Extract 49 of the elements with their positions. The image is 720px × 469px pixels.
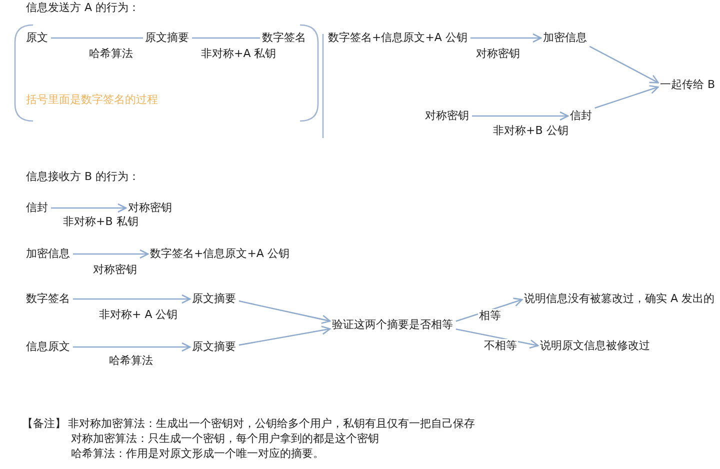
arrow: [73, 249, 149, 259]
step-text: 原文摘要: [192, 340, 236, 354]
step-text: 信息原文: [26, 340, 70, 354]
step-text: 加密信息: [543, 31, 587, 45]
edge-label: 哈希算法: [108, 354, 154, 368]
arrow: [594, 85, 659, 109]
section-heading: 信息接收方 B 的行为：: [26, 170, 140, 184]
arrow: [589, 46, 659, 84]
arrow: [51, 203, 127, 213]
edge-label: 对称密钥: [475, 47, 521, 61]
step-text: 加密信息: [26, 247, 70, 261]
edge-label: 哈希算法: [88, 47, 134, 61]
step-text: 数字签名+信息原文+A 公钥: [328, 31, 468, 45]
connector-line: [192, 37, 260, 39]
arrow: [73, 294, 191, 304]
edge-label: 非对称+ A 公钥: [98, 308, 179, 322]
edge-label: 非对称+B 公钥: [492, 124, 570, 138]
note-text: 对称加密算法：只生成一个密钥，每个用户拿到的都是这个密钥: [71, 432, 379, 446]
section-heading: 信息发送方 A 的行为：: [26, 1, 140, 15]
step-text: 原文摘要: [145, 31, 189, 45]
connector-line: [51, 37, 143, 39]
note-text: 哈希算法：作用是对原文形成一个唯一对应的摘要。: [71, 447, 324, 461]
edge-label: 相等: [478, 309, 502, 323]
step-text: 数字签名: [26, 292, 70, 306]
arrow: [470, 33, 542, 43]
arrow: [73, 342, 191, 352]
note-text: 非对称加密算法：生成出一个密钥对，公钥给多个用户，私钥有且仅有一把自己保存: [68, 417, 475, 431]
step-text: 原文摘要: [192, 292, 236, 306]
arrow: [238, 300, 331, 324]
step-text: 对称密钥: [128, 201, 172, 215]
arrow: [456, 298, 523, 322]
step-text: 信封: [26, 201, 48, 215]
step-text: 数字签名: [262, 31, 306, 45]
arrow: [472, 111, 569, 121]
step-text: 验证这两个摘要是否相等: [332, 318, 453, 332]
step-text: 信封: [570, 109, 592, 123]
step-text: 原文: [26, 31, 48, 45]
edge-label: 非对称+B 私钥: [62, 215, 140, 229]
edge-label: 非对称+A 私钥: [200, 47, 278, 61]
edge-label: 不相等: [483, 339, 518, 353]
note-heading: 【备注】: [22, 417, 66, 431]
step-text: 说明信息没有被篡改过，确实 A 发出的: [524, 292, 715, 306]
arrow: [238, 326, 331, 346]
step-text: 对称密钥: [425, 109, 469, 123]
edge-label: 对称密钥: [92, 263, 138, 277]
step-text: 说明原文信息被修改过: [540, 339, 650, 353]
step-text: 数字签名+信息原文+A 公钥: [150, 247, 290, 261]
note-text: 括号里面是数字签名的过程: [26, 93, 158, 107]
step-text: 一起传给 B: [660, 78, 716, 92]
